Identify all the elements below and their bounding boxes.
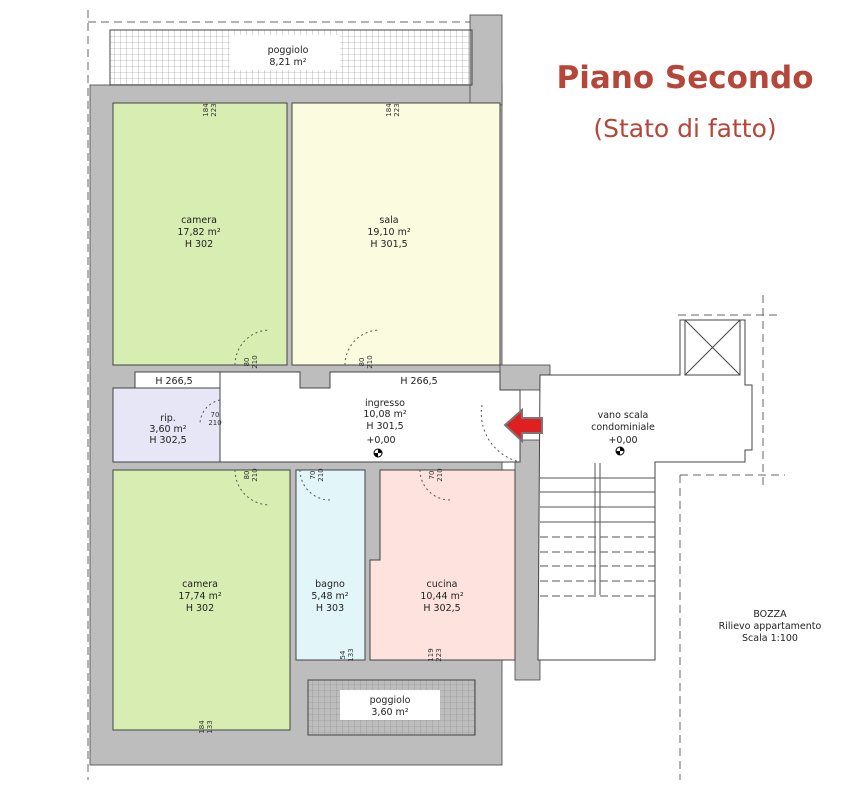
bagno-name: bagno: [315, 579, 345, 590]
rip-name: rip.: [160, 413, 176, 424]
bagno-height: H 303: [316, 603, 344, 614]
dim-label: 119: [427, 648, 435, 661]
camera-bottom-height: H 302: [186, 603, 214, 614]
elevator-cross-icon: [684, 319, 741, 376]
door-swings: [199, 329, 521, 506]
ingresso-height: H 301,5: [366, 421, 403, 432]
room-bagno: [295, 469, 366, 661]
stair-steps: [540, 463, 655, 597]
camera-top-area: 17,82 m²: [177, 227, 220, 238]
ingresso-ceiling-height: H 266,5: [400, 376, 437, 387]
dim-label: 210: [366, 355, 374, 368]
dim-label: 184: [385, 103, 393, 117]
poggiolo-bottom-area: 3,60 m²: [371, 707, 408, 718]
room-camera-top: [112, 102, 288, 366]
room-camera-bottom: [112, 469, 291, 731]
ingresso-level: +0,00: [366, 435, 395, 446]
poggiolo-top-area: 8,21 m²: [269, 57, 306, 68]
entrance-arrow-icon: [503, 407, 543, 444]
room-rip: [112, 387, 221, 463]
cucina-name: cucina: [427, 579, 458, 590]
sala-area: 19,10 m²: [367, 227, 410, 238]
note-survey: Rilievo appartamento: [719, 621, 822, 632]
level-marker-icon: [373, 448, 383, 458]
camera-top-height: H 302: [185, 239, 213, 250]
rip-height: H 302,5: [149, 435, 186, 446]
dim-label: 210: [251, 468, 259, 481]
camera-bottom-name: camera: [182, 579, 218, 590]
plan-subtitle: (Stato di fatto): [593, 114, 777, 143]
poggiolo-bottom-label-bg: [340, 690, 440, 720]
note-scale: Scala 1:100: [742, 633, 798, 644]
ingresso-area: 10,08 m²: [363, 409, 406, 420]
dim-label: 210: [436, 468, 444, 481]
sala-name: sala: [379, 215, 398, 226]
dim-label: 70: [428, 471, 436, 480]
dimension-labels: 184 223 184 223 80 210 80 210 70 210 80 …: [198, 103, 444, 734]
dim-label: 223: [393, 103, 401, 116]
dim-label: 80: [243, 358, 251, 367]
camera-bottom-area: 17,74 m²: [178, 591, 221, 602]
stairwell: [537, 319, 753, 661]
rip-area: 3,60 m²: [149, 424, 186, 435]
poggiolo-top-name: poggiolo: [268, 45, 309, 56]
room-cucina: [369, 469, 516, 661]
level-marker-icon: [615, 446, 625, 456]
note-draft: BOZZA: [753, 609, 787, 620]
dim-label: 223: [210, 103, 218, 116]
room-ingresso: [219, 371, 521, 463]
vano-scala-level: +0,00: [608, 435, 637, 446]
property-boundary: [87, 10, 785, 780]
dim-label: 223: [435, 648, 443, 661]
room-sala: [291, 102, 501, 366]
camera-top-name: camera: [181, 215, 217, 226]
ingresso-name: ingresso: [365, 398, 405, 409]
rip-ceiling-area: [134, 371, 221, 389]
bagno-area: 5,48 m²: [311, 591, 348, 602]
dim-label: 210: [251, 355, 259, 368]
dim-label: 70: [309, 471, 317, 480]
vano-scala-name2: condominiale: [591, 422, 655, 433]
dim-label: 133: [347, 648, 355, 661]
vano-scala-name1: vano scala: [598, 410, 649, 421]
rip-ceiling-height: H 266,5: [155, 376, 192, 387]
dim-label: 210: [208, 419, 221, 427]
dim-label: 54: [339, 650, 347, 659]
cucina-area: 10,44 m²: [420, 591, 463, 602]
dim-label: 210: [317, 468, 325, 481]
dim-label: 80: [358, 358, 366, 367]
dim-label: 184: [202, 103, 210, 117]
dim-label: 184: [198, 720, 206, 734]
poggiolo-bottom-name: poggiolo: [370, 695, 411, 706]
sala-height: H 301,5: [370, 239, 407, 250]
dim-label: 133: [206, 720, 214, 733]
dim-label: 70: [211, 411, 220, 419]
dim-label: 80: [243, 471, 251, 480]
plan-title: Piano Secondo: [556, 60, 814, 96]
cucina-height: H 302,5: [423, 603, 460, 614]
poggiolo-top-label-bg: [230, 35, 340, 70]
